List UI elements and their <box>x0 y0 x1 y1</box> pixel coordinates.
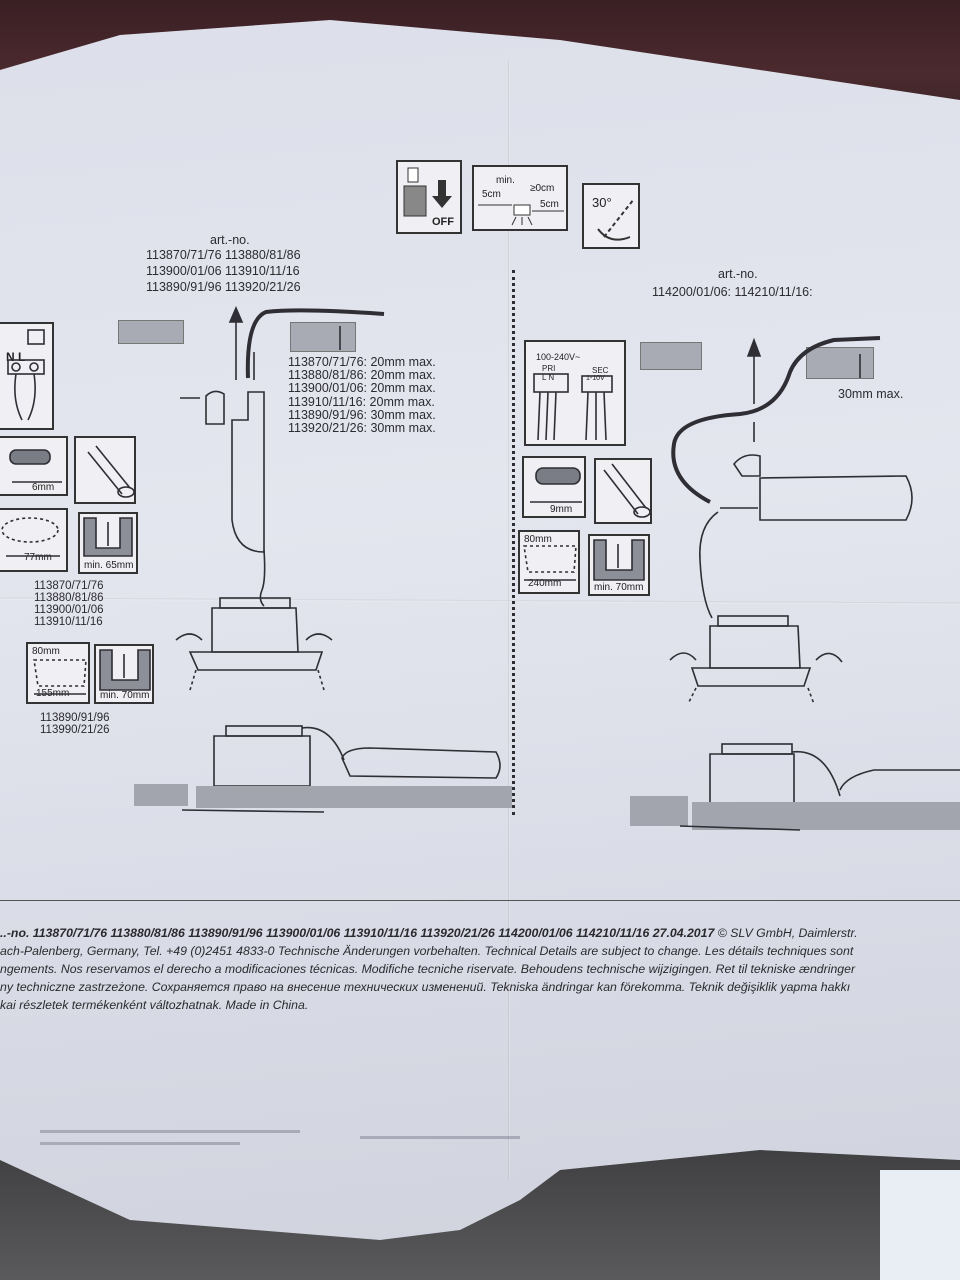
right-art-no-row: 114200/01/06: 114210/11/16: <box>652 285 813 299</box>
round-cutout-icon: 77mm <box>0 508 68 572</box>
footer-line-2: ach-Palenberg, Germany, Tel. +49 (0)2451… <box>0 944 854 958</box>
driver-pri-terms: L N <box>542 373 555 382</box>
strip-length-label: 6mm <box>32 482 55 493</box>
right-mounting-depth: 30mm max. <box>838 387 904 401</box>
tilt-angle-icon: 30° <box>582 183 640 249</box>
left-art-no-row: 113870/71/76 113880/81/86 <box>146 248 301 262</box>
right-depth-sample <box>806 347 874 379</box>
driver-sec-terms: 1-10V <box>586 375 605 382</box>
fold-line-vertical <box>508 60 510 1180</box>
blurred-text <box>40 1130 300 1133</box>
cutout-height-label: 80mm <box>32 646 60 657</box>
left-art-no-row: 113900/01/06 113910/11/16 <box>146 264 300 279</box>
clearance-left-label: 5cm <box>482 189 501 200</box>
footer-copyright: © SLV GmbH, Daimlerstr. <box>714 926 858 940</box>
group-item: 113890/91/96 <box>40 712 110 724</box>
min-depth-label: min. 70mm <box>594 582 644 593</box>
left-art-no-row: 113890/91/96 113920/21/26 <box>146 280 301 295</box>
footer-articles: ..-no. 113870/71/76 113880/81/86 113890/… <box>0 926 715 940</box>
group-item: 113880/81/86 <box>34 592 104 604</box>
mounting-depth-row: 113900/01/06: 20mm max. <box>288 381 436 396</box>
square-cutout-icon-right: 80mm 240mm <box>518 530 580 594</box>
footer-legal: ..-no. 113870/71/76 113880/81/86 113890/… <box>0 926 960 1013</box>
group-item: 113900/01/06 <box>34 604 104 616</box>
right-art-no-label: art.-no. <box>718 267 758 281</box>
driver-wiring-icon: 100-240V~ PRI L N SEC 1-10V <box>524 340 626 446</box>
strip-length-label: 9mm <box>550 504 573 515</box>
wire-strip-icon: 6mm <box>0 436 68 496</box>
section-divider <box>512 270 515 815</box>
footer-line-3: ngements. Nos reservamos el derecho a mo… <box>0 962 856 976</box>
left-art-no-label: art.-no. <box>210 233 250 247</box>
mounting-depth-row: 113880/81/86: 20mm max. <box>288 368 436 383</box>
power-off-icon: OFF <box>396 160 462 234</box>
driver-sec-label: SEC <box>592 366 609 375</box>
wire-strip-icon-right: 9mm <box>522 456 586 518</box>
left-mounting-depths: 113870/71/76: 20mm max. 113880/81/86: 20… <box>288 355 436 435</box>
clearance-min-label: min. <box>496 175 515 186</box>
blurred-text <box>360 1136 520 1139</box>
driver-input-label: 100-240V~ <box>536 352 581 362</box>
off-label: OFF <box>432 216 454 228</box>
left-group-2: 113890/91/96 113990/21/26 <box>40 712 110 736</box>
min-depth-label: min. 70mm <box>100 690 150 701</box>
tilt-angle-label: 30° <box>592 195 612 210</box>
min-depth-label: min. 65mm <box>84 560 134 571</box>
group-item: 113870/71/76 <box>34 580 104 592</box>
footer-line-4: ny techniczne zastrzeżone. Сохраняется п… <box>0 980 851 994</box>
cutout-diameter-label: 77mm <box>24 552 52 563</box>
mounting-depth-row: 113920/21/26: 30mm max. <box>288 420 436 435</box>
mounting-depth-row: 113870/71/76: 20mm max. <box>288 355 436 369</box>
group-item: 113910/11/16 <box>34 616 103 628</box>
clearance-top-label: ≥0cm <box>530 183 555 194</box>
cutout-width-label: 240mm <box>528 578 562 589</box>
footer-rule <box>0 900 960 901</box>
clearance-right-label: 5cm <box>540 199 559 210</box>
terminal-icon: N L <box>0 322 54 430</box>
blurred-text <box>40 1142 240 1145</box>
group-item: 113990/21/26 <box>40 724 110 736</box>
footer-line-1: ..-no. 113870/71/76 113880/81/86 113890/… <box>0 926 960 941</box>
cutout-height-label: 80mm <box>524 534 552 545</box>
right-ceiling-sample <box>640 342 702 370</box>
wire-insert-icon-right <box>594 458 652 524</box>
driver-pri-label: PRI <box>542 364 556 373</box>
wire-insert-icon <box>74 436 136 504</box>
footer-line-5: kai részletek termékenként változhatnak.… <box>0 998 309 1012</box>
left-depth-sample <box>290 322 356 352</box>
left-art-no-list: 113870/71/76 113880/81/86 113900/01/06 1… <box>146 248 301 295</box>
clearance-icon: min. ≥0cm 5cm 5cm <box>472 165 568 231</box>
left-ceiling-sample <box>118 320 184 344</box>
left-group-1: 113870/71/76 113880/81/86 113900/01/06 1… <box>34 580 104 628</box>
background-box <box>880 1170 960 1280</box>
mounting-depth-row: 113910/11/16: 20mm max. <box>288 394 435 409</box>
mounting-depth-row: 113890/91/96: 30mm max. <box>288 407 436 422</box>
